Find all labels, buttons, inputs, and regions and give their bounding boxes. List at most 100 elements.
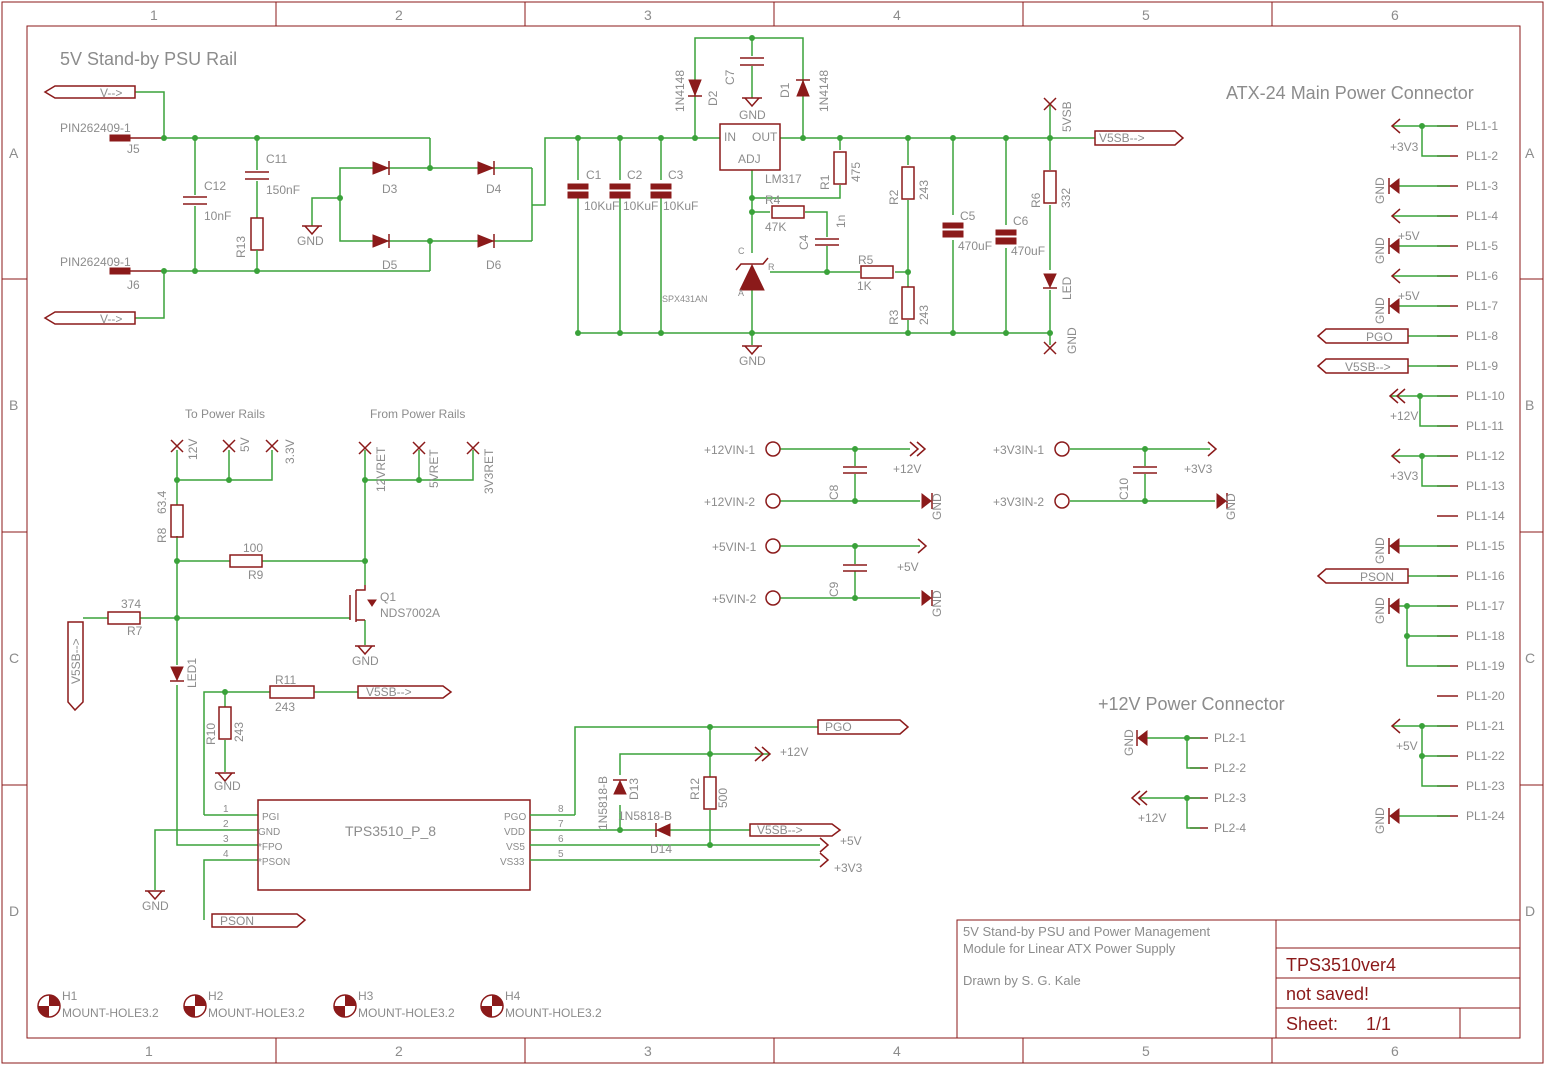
d1-value: 1N4148	[817, 70, 831, 112]
lm317-name: LM317	[765, 172, 802, 186]
atx-pin-label: PL1-20	[1466, 689, 1505, 703]
frame-col-bottom-1: 1	[145, 1043, 153, 1059]
r7-value: 374	[121, 597, 141, 611]
supply-label-12v-c8: +12V	[893, 462, 921, 476]
atx-label-pgo: PGO	[1366, 330, 1393, 344]
d2-name: D2	[706, 90, 720, 106]
supply-arrow-12v-u1	[754, 746, 772, 762]
diode-d2	[688, 79, 702, 97]
title-status: not saved!	[1286, 984, 1369, 1004]
gnd-label-spx431: GND	[739, 354, 766, 368]
from-rails-label: From Power Rails	[370, 407, 465, 421]
net-port-vin-bottom	[43, 311, 136, 325]
u1-pin-vs33: VS33	[500, 857, 525, 868]
regulator-lm317	[719, 123, 781, 171]
c2-value: 10KuF	[623, 199, 658, 213]
u1-num-7: 7	[558, 819, 564, 830]
atx-pin-label: PL1-19	[1466, 659, 1505, 673]
atx-pin-label: PL1-5	[1466, 239, 1498, 253]
net-label-v5sb-top: V5SB-->	[1099, 131, 1145, 145]
resistor-r9	[229, 554, 263, 568]
atx-pin-label: PL1-4	[1466, 209, 1498, 223]
mount-hole-value: MOUNT-HOLE3.2	[208, 1006, 305, 1020]
supply-label-3v3-c10: +3V3	[1184, 462, 1213, 476]
p12-pin-label: PL2-2	[1214, 761, 1246, 775]
frame-col-top-1: 1	[150, 7, 158, 23]
atx-supply-3v3-b	[1390, 448, 1450, 464]
p12-pin-label: PL2-3	[1214, 791, 1246, 805]
c5-name: C5	[960, 209, 976, 223]
atx-pl1-wiring	[1404, 123, 1450, 787]
r11-value: 243	[275, 700, 295, 714]
gnd-label-c7: GND	[739, 108, 766, 122]
resistor-r2	[901, 166, 915, 200]
mount-hole-name: H3	[358, 989, 374, 1003]
net-label-pgo-u1: PGO	[825, 720, 852, 734]
c4-value: 1n	[834, 215, 848, 228]
mount-hole-name: H1	[62, 989, 78, 1003]
shunt-regulator-spx431	[735, 257, 769, 291]
capacitor-c10	[1133, 466, 1157, 474]
gnd-label-r10: GND	[214, 779, 241, 793]
diode-d14	[655, 823, 671, 837]
resistor-r4	[771, 205, 805, 219]
input-section-wiring	[109, 91, 720, 319]
atx-pin-label: PL1-13	[1466, 479, 1505, 493]
no-connect-3v3ret	[466, 441, 480, 455]
d2-value: 1N4148	[673, 70, 687, 112]
diode-d6	[477, 234, 495, 248]
c1-value: 10KuF	[584, 199, 619, 213]
gnd-label-q1: GND	[352, 654, 379, 668]
frame-row-left-c: C	[9, 650, 19, 666]
p12-connector-title: +12V Power Connector	[1098, 694, 1285, 714]
c2-name: C2	[627, 168, 643, 182]
gnd-label-c10: GND	[1224, 493, 1238, 520]
c8-name: C8	[827, 484, 841, 500]
supply-arrow-3v3-u1	[819, 852, 830, 868]
frame-row-right-b: B	[1525, 397, 1534, 413]
regulator-section-wiring	[575, 35, 1095, 345]
r8-value: 63.4	[155, 490, 169, 514]
r12-value: 500	[716, 788, 730, 808]
atx-gnd-24	[1388, 807, 1450, 825]
atx-label-5v-c: +5V	[1396, 739, 1418, 753]
atx-pin-label: PL1-11	[1466, 419, 1504, 433]
atx-pin-label: PL1-1	[1466, 119, 1498, 133]
c11-name: C11	[266, 152, 287, 166]
terminal-5vin-2	[765, 590, 781, 606]
net-label-v5sb-vertical: V5SB-->	[69, 638, 83, 684]
atx-supply-5v-c	[1390, 718, 1450, 734]
gnd-arrow-c8	[921, 492, 933, 510]
r5-name: R5	[858, 253, 874, 267]
resistor-r1	[833, 151, 847, 185]
p12vin1-label: +12VIN-1	[704, 443, 755, 457]
p12-label-gnd: GND	[1122, 729, 1136, 756]
atx-pin-label: PL1-15	[1466, 539, 1505, 553]
c4-name: C4	[797, 234, 811, 250]
u1-num-8: 8	[558, 804, 564, 815]
lm317-out-pin: OUT	[752, 130, 778, 144]
capacitor-c2	[609, 183, 631, 199]
atx-pin-label: PL1-9	[1466, 359, 1498, 373]
atx-pin-label: PL1-24	[1466, 809, 1505, 823]
net-label-v5sb-r11: V5SB-->	[366, 685, 412, 699]
j6-value: PIN262409-1	[60, 255, 131, 269]
led-name: LED	[1060, 276, 1074, 300]
no-connect-12vret	[358, 441, 372, 455]
diode-d5	[372, 234, 390, 248]
frame-row-left-d: D	[9, 903, 19, 919]
p12vin2-label: +12VIN-2	[704, 495, 755, 509]
d4-name: D4	[486, 182, 502, 196]
r10-value: 243	[232, 722, 246, 742]
c1-name: C1	[586, 168, 602, 182]
r1-name: R1	[818, 174, 832, 190]
terminal-3v3in-2	[1054, 493, 1070, 509]
no-connect-gnd-led	[1043, 341, 1057, 355]
c7-name: C7	[723, 69, 737, 85]
resistor-r10	[218, 706, 232, 740]
u1-output-wiring	[530, 724, 820, 861]
c5-value: 470uF	[958, 239, 992, 253]
u1-num-2: 2	[223, 819, 229, 830]
filter-caps-wiring	[780, 446, 1215, 601]
